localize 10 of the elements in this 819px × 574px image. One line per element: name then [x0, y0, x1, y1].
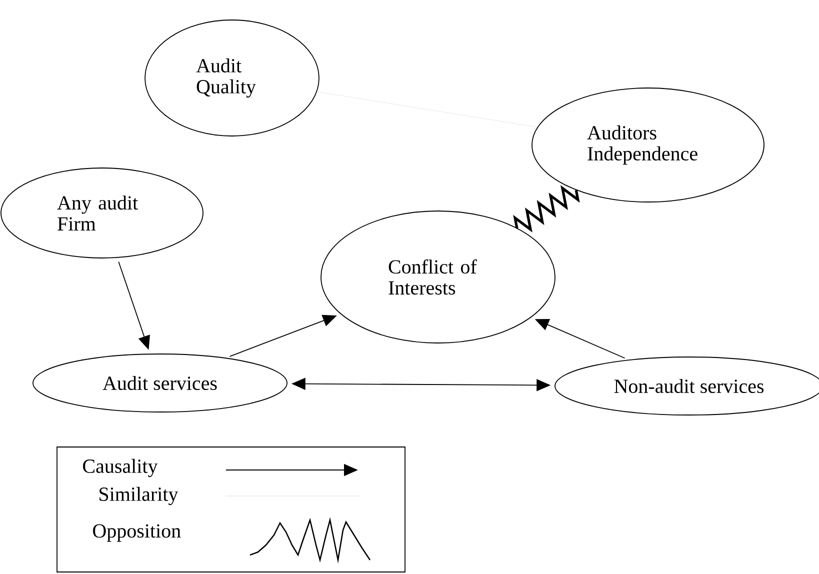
legend-label: Similarity [100, 486, 178, 506]
connector [316, 92, 538, 128]
legend-label: Causality [83, 458, 158, 478]
legend-label: Opposition [93, 524, 181, 542]
ellipse-node: Conflict of Interests [320, 210, 556, 344]
ellipse-node: Audit Quality [144, 20, 320, 136]
ellipse-node: Auditors Independence [532, 88, 764, 202]
ellipse-node: Audit services [32, 354, 288, 412]
ellipse-node: Any audit Firm [0, 168, 204, 258]
connector [513, 185, 580, 233]
